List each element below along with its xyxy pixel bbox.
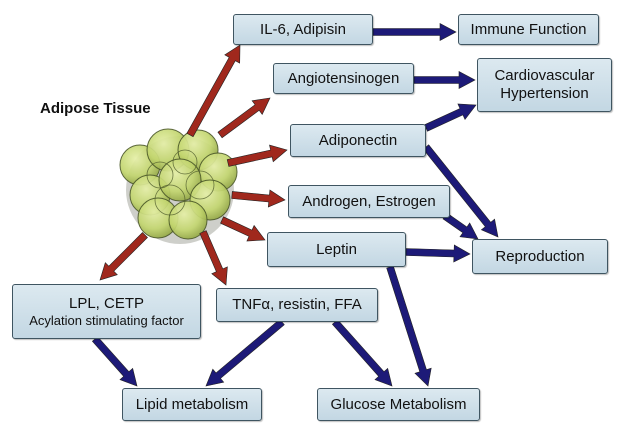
node-angiotensinogen-label: Angiotensinogen: [287, 69, 400, 87]
node-immune-function: Immune Function: [458, 14, 599, 45]
node-il6-adipisin: IL-6, Adipisin: [233, 14, 373, 45]
adipose-tissue-title: Adipose Tissue: [40, 100, 151, 117]
node-androgen-estrogen: Androgen, Estrogen: [288, 185, 450, 218]
node-glucose-metabolism-label: Glucose Metabolism: [330, 395, 467, 413]
node-leptin: Leptin: [267, 232, 406, 267]
node-cardio-line1: Cardiovascular: [494, 67, 595, 84]
node-tnf-suffix: , resistin, FFA: [270, 296, 362, 313]
node-lpl-line1: LPL, CETP: [68, 294, 145, 312]
node-androgen-estrogen-label: Androgen, Estrogen: [302, 192, 436, 210]
node-cardiovascular-hypertension: Cardiovascular Hypertension: [477, 58, 612, 112]
node-glucose-metabolism: Glucose Metabolism: [317, 388, 480, 421]
arrow-adipose-tissue-to-adipo: [226, 144, 288, 167]
node-reproduction-label: Reproduction: [495, 247, 585, 265]
node-lpl-cetp: LPL, CETP Acylation stimulating factor: [12, 284, 201, 339]
arrow-adipose-tissue-to-angio: [217, 97, 271, 139]
arrow-angio-to-cardio: [413, 71, 476, 89]
arrow-leptin-to-repro: [405, 244, 471, 263]
node-lipid-metabolism: Lipid metabolism: [122, 388, 262, 421]
node-adiponectin: Adiponectin: [290, 124, 426, 157]
arrow-tnf-to-glucose: [331, 319, 393, 387]
arrow-adipose-tissue-to-lpl: [99, 232, 148, 281]
arrow-andro-to-repro: [442, 212, 479, 240]
node-reproduction: Reproduction: [472, 239, 608, 274]
adipose-tissue-cluster: [119, 128, 238, 244]
arrow-layer: [91, 23, 499, 387]
node-lpl-line2: Acylation stimulating factor: [29, 312, 184, 328]
arrow-adipose-tissue-to-tnf: [199, 230, 228, 286]
node-tnf-label: TNFα, resistin, FFA: [232, 296, 362, 314]
node-immune-function-label: Immune Function: [470, 20, 587, 38]
node-cardio-line2: Hypertension: [500, 85, 589, 102]
arrow-adipose-tissue-to-il6: [186, 44, 241, 138]
arrow-adipo-to-cardio: [424, 103, 477, 132]
arrow-adipose-tissue-to-leptin: [220, 216, 266, 242]
arrow-leptin-to-glucose: [386, 265, 432, 387]
node-tnf-resistin-ffa: TNFα, resistin, FFA: [216, 288, 378, 322]
arrow-lpl-to-lipid: [91, 336, 138, 387]
node-lipid-metabolism-label: Lipid metabolism: [135, 395, 249, 413]
node-tnf-alpha: α: [261, 296, 271, 313]
node-il6-adipisin-label: IL-6, Adipisin: [260, 20, 346, 38]
arrow-adipo-to-repro: [422, 144, 499, 238]
arrow-il6-to-immune: [372, 23, 457, 41]
arrow-adipose-tissue-to-andro: [231, 189, 286, 208]
arrow-tnf-to-lipid: [205, 318, 285, 387]
node-leptin-label: Leptin: [316, 240, 357, 258]
node-tnf-prefix: TNF: [232, 296, 262, 313]
node-angiotensinogen: Angiotensinogen: [273, 63, 414, 94]
node-adiponectin-label: Adiponectin: [318, 131, 398, 149]
